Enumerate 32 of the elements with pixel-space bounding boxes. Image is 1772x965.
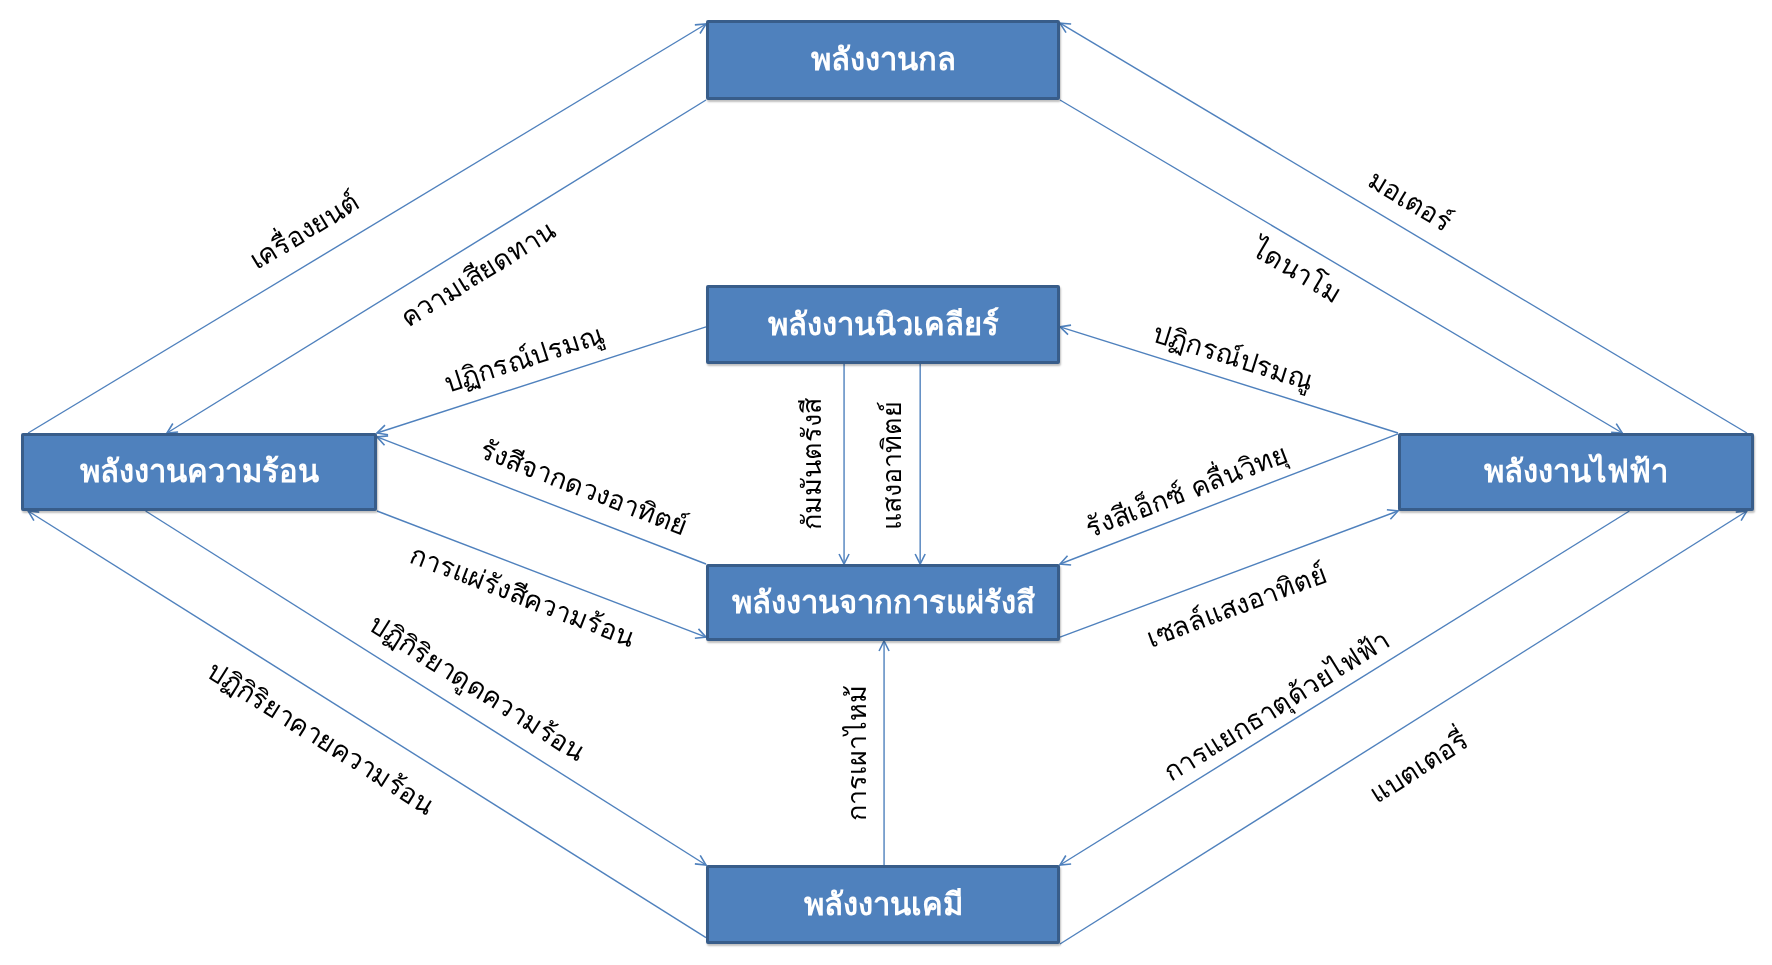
arrow — [1059, 22, 1748, 434]
arrow — [1059, 433, 1399, 566]
arrow — [27, 510, 707, 939]
arrow — [1059, 99, 1624, 434]
arrow — [376, 510, 707, 640]
edge-label: กัมมันตรังสี — [795, 397, 829, 530]
arrow — [914, 363, 926, 565]
node-label: พลังงานกล — [810, 41, 956, 79]
node-label: พลังงานนิวเคลียร์ — [767, 305, 999, 344]
arrow — [838, 363, 850, 565]
arrow — [878, 640, 890, 866]
edge-label: แสงอาทิตย์ — [874, 401, 908, 531]
arrow — [1059, 510, 1631, 866]
energy-box — [706, 20, 1060, 100]
arrow — [27, 23, 707, 434]
node-label: พลังงานความร้อน — [79, 453, 319, 491]
node-label: พลังงานเคมี — [803, 885, 963, 924]
arrow — [1059, 509, 1399, 638]
node-label: พลังงานไฟฟ้า — [1484, 453, 1668, 491]
node-label: พลังงานจากการแผ่รังสี — [731, 583, 1035, 622]
edge-label: การเผาไหม้ — [840, 684, 874, 821]
energy-box — [706, 865, 1060, 944]
arrow — [376, 435, 707, 565]
arrow — [144, 510, 707, 866]
arrow — [376, 326, 707, 436]
energy-box — [706, 285, 1060, 364]
arrow — [1059, 324, 1399, 434]
energy-box — [706, 564, 1060, 641]
energy-box — [1398, 433, 1754, 511]
arrow — [1059, 510, 1748, 945]
arrow — [166, 99, 707, 434]
energy-box — [21, 433, 377, 511]
